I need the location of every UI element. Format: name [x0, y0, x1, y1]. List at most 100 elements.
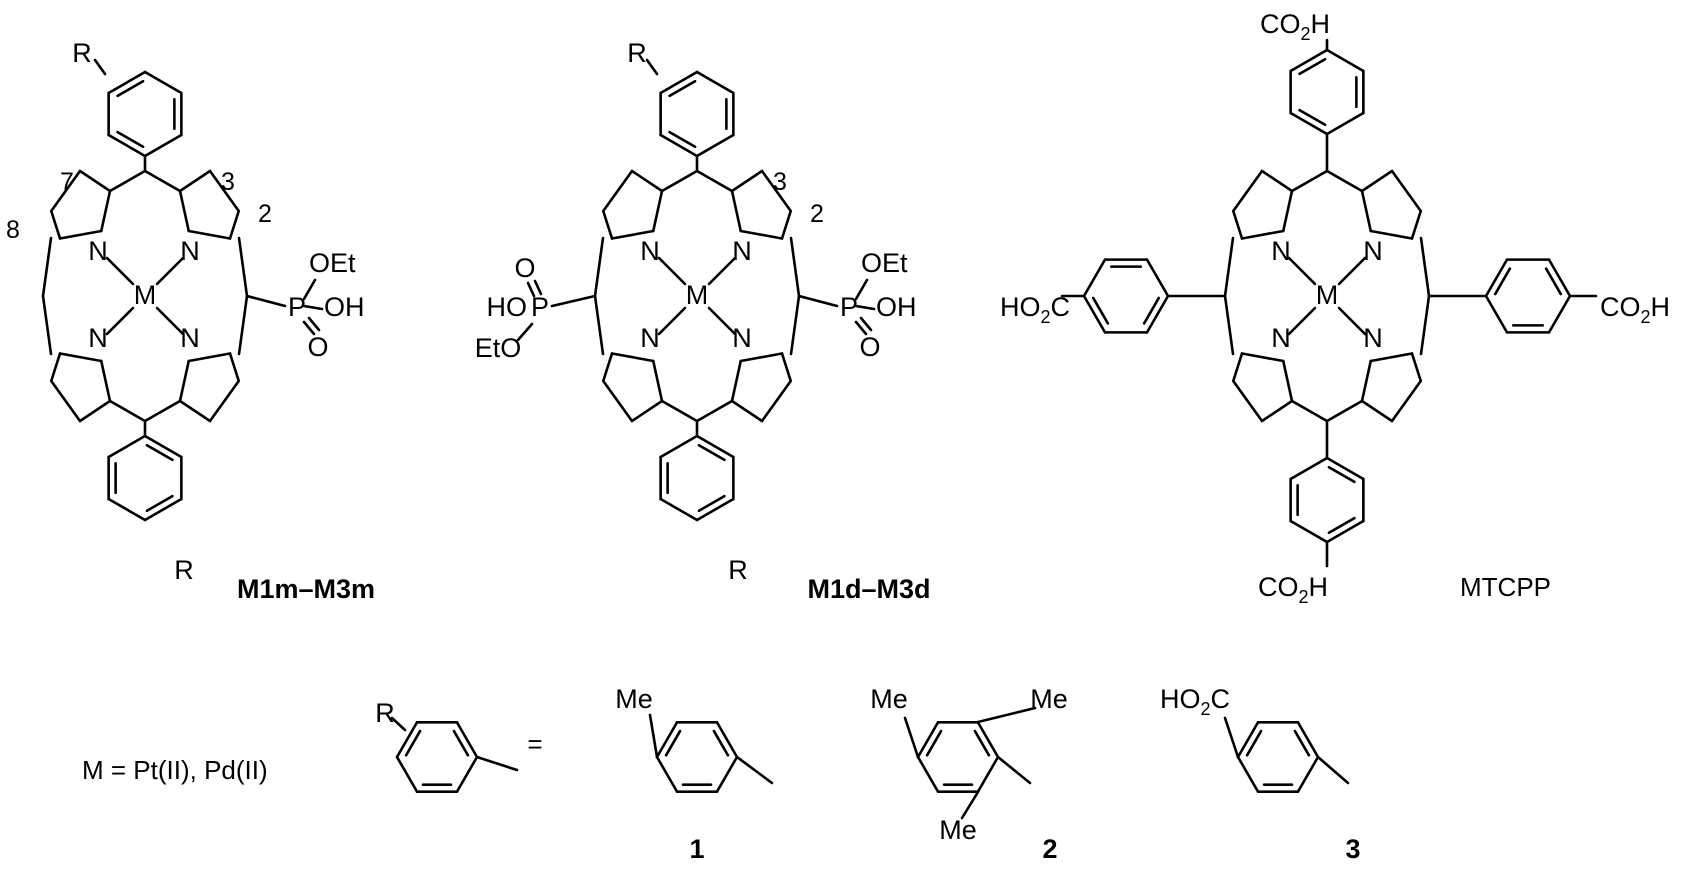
bond [452, 729, 470, 757]
compound-label: M1m–M3m [237, 574, 375, 604]
bond [155, 256, 185, 286]
bond [143, 169, 182, 193]
bond [1260, 399, 1294, 423]
bond [208, 169, 241, 213]
bond [187, 352, 232, 363]
bond [455, 755, 479, 793]
metal-center: M [1316, 280, 1339, 310]
bond [739, 229, 784, 240]
bond [49, 209, 62, 240]
oxo-oxygen: O [859, 332, 880, 362]
bond [1287, 306, 1317, 336]
nitrogen: N [1363, 323, 1383, 353]
bond [601, 209, 614, 240]
bond [1369, 229, 1414, 240]
bond [1410, 352, 1423, 383]
bond [593, 236, 605, 298]
methyl-group: Me [615, 684, 653, 714]
bond [1544, 267, 1563, 296]
bond [145, 443, 174, 462]
bond [1260, 169, 1294, 193]
hydroxy-group: HO [487, 292, 528, 322]
bond [475, 755, 519, 772]
bond [593, 294, 605, 356]
bond [1287, 256, 1317, 286]
carboxyl-group: CO2H [1260, 9, 1330, 44]
bond [237, 294, 249, 356]
bond [1410, 209, 1423, 240]
bond [108, 169, 147, 193]
bond [797, 294, 839, 308]
compound-mtcpp: CO2H N N N N M HO2C CO2H CO2H MTCPP [1000, 9, 1670, 607]
bond [996, 755, 1032, 785]
bond [854, 278, 869, 301]
compound-label: M1d–M3d [807, 574, 930, 604]
nitrogen: N [1271, 323, 1291, 353]
bond [516, 322, 534, 342]
substituent-number: 1 [689, 834, 704, 864]
bond [660, 399, 699, 423]
bond [660, 169, 699, 193]
bond [395, 721, 419, 759]
bond [1360, 169, 1394, 193]
bond [78, 169, 112, 193]
bond [601, 379, 634, 423]
bond [178, 189, 191, 233]
bond [93, 58, 107, 76]
bond [143, 497, 183, 522]
bond [1245, 729, 1263, 757]
nitrogen: N [180, 236, 200, 266]
bond [760, 379, 793, 423]
bond [1298, 108, 1327, 127]
bond [1289, 48, 1329, 73]
bond [1327, 465, 1356, 484]
bond [976, 755, 1000, 793]
bond [302, 320, 316, 336]
bond [645, 58, 659, 76]
oxo-oxygen: O [514, 253, 535, 283]
bond [526, 281, 536, 298]
bond [1360, 189, 1373, 233]
bond [1082, 258, 1107, 298]
bond [695, 133, 735, 158]
bond [1547, 258, 1572, 298]
bond [655, 721, 679, 759]
bond [107, 133, 147, 158]
bond [707, 306, 737, 336]
bond [533, 279, 543, 296]
substituent-r-top: R [627, 38, 647, 68]
bond [1142, 296, 1161, 325]
carboxyl-group: CO2H [1600, 292, 1670, 327]
bond [1231, 169, 1264, 213]
bond [1240, 229, 1285, 240]
metal-definition: M = Pt(II), Pd(II) [82, 755, 268, 785]
carboxyl-group: CO2H [1258, 572, 1328, 607]
bond [143, 434, 183, 459]
bond [143, 399, 182, 423]
bond [976, 706, 1037, 724]
bond [108, 399, 147, 423]
bond [228, 352, 241, 383]
bond [1240, 352, 1285, 363]
hydroxy-group: OH [876, 292, 917, 322]
bond [187, 229, 232, 240]
bond [1290, 169, 1329, 193]
carboxyl-group: HO2C [1000, 292, 1070, 327]
bond [655, 755, 679, 793]
bond [302, 304, 324, 311]
bond [730, 189, 743, 233]
position-3: 3 [221, 168, 235, 196]
bond [1298, 57, 1327, 76]
nitrogen: N [1271, 236, 1291, 266]
bond [1419, 294, 1431, 356]
bond [925, 729, 943, 757]
ethoxy-group: OEt [309, 248, 356, 278]
bond [695, 434, 735, 459]
substituent-r-bottom: R [728, 555, 748, 585]
bond [1091, 296, 1110, 325]
compound-label: MTCPP [1460, 572, 1551, 602]
bond [1281, 359, 1294, 403]
substituent-number: 3 [1345, 834, 1360, 864]
bond [550, 294, 597, 308]
